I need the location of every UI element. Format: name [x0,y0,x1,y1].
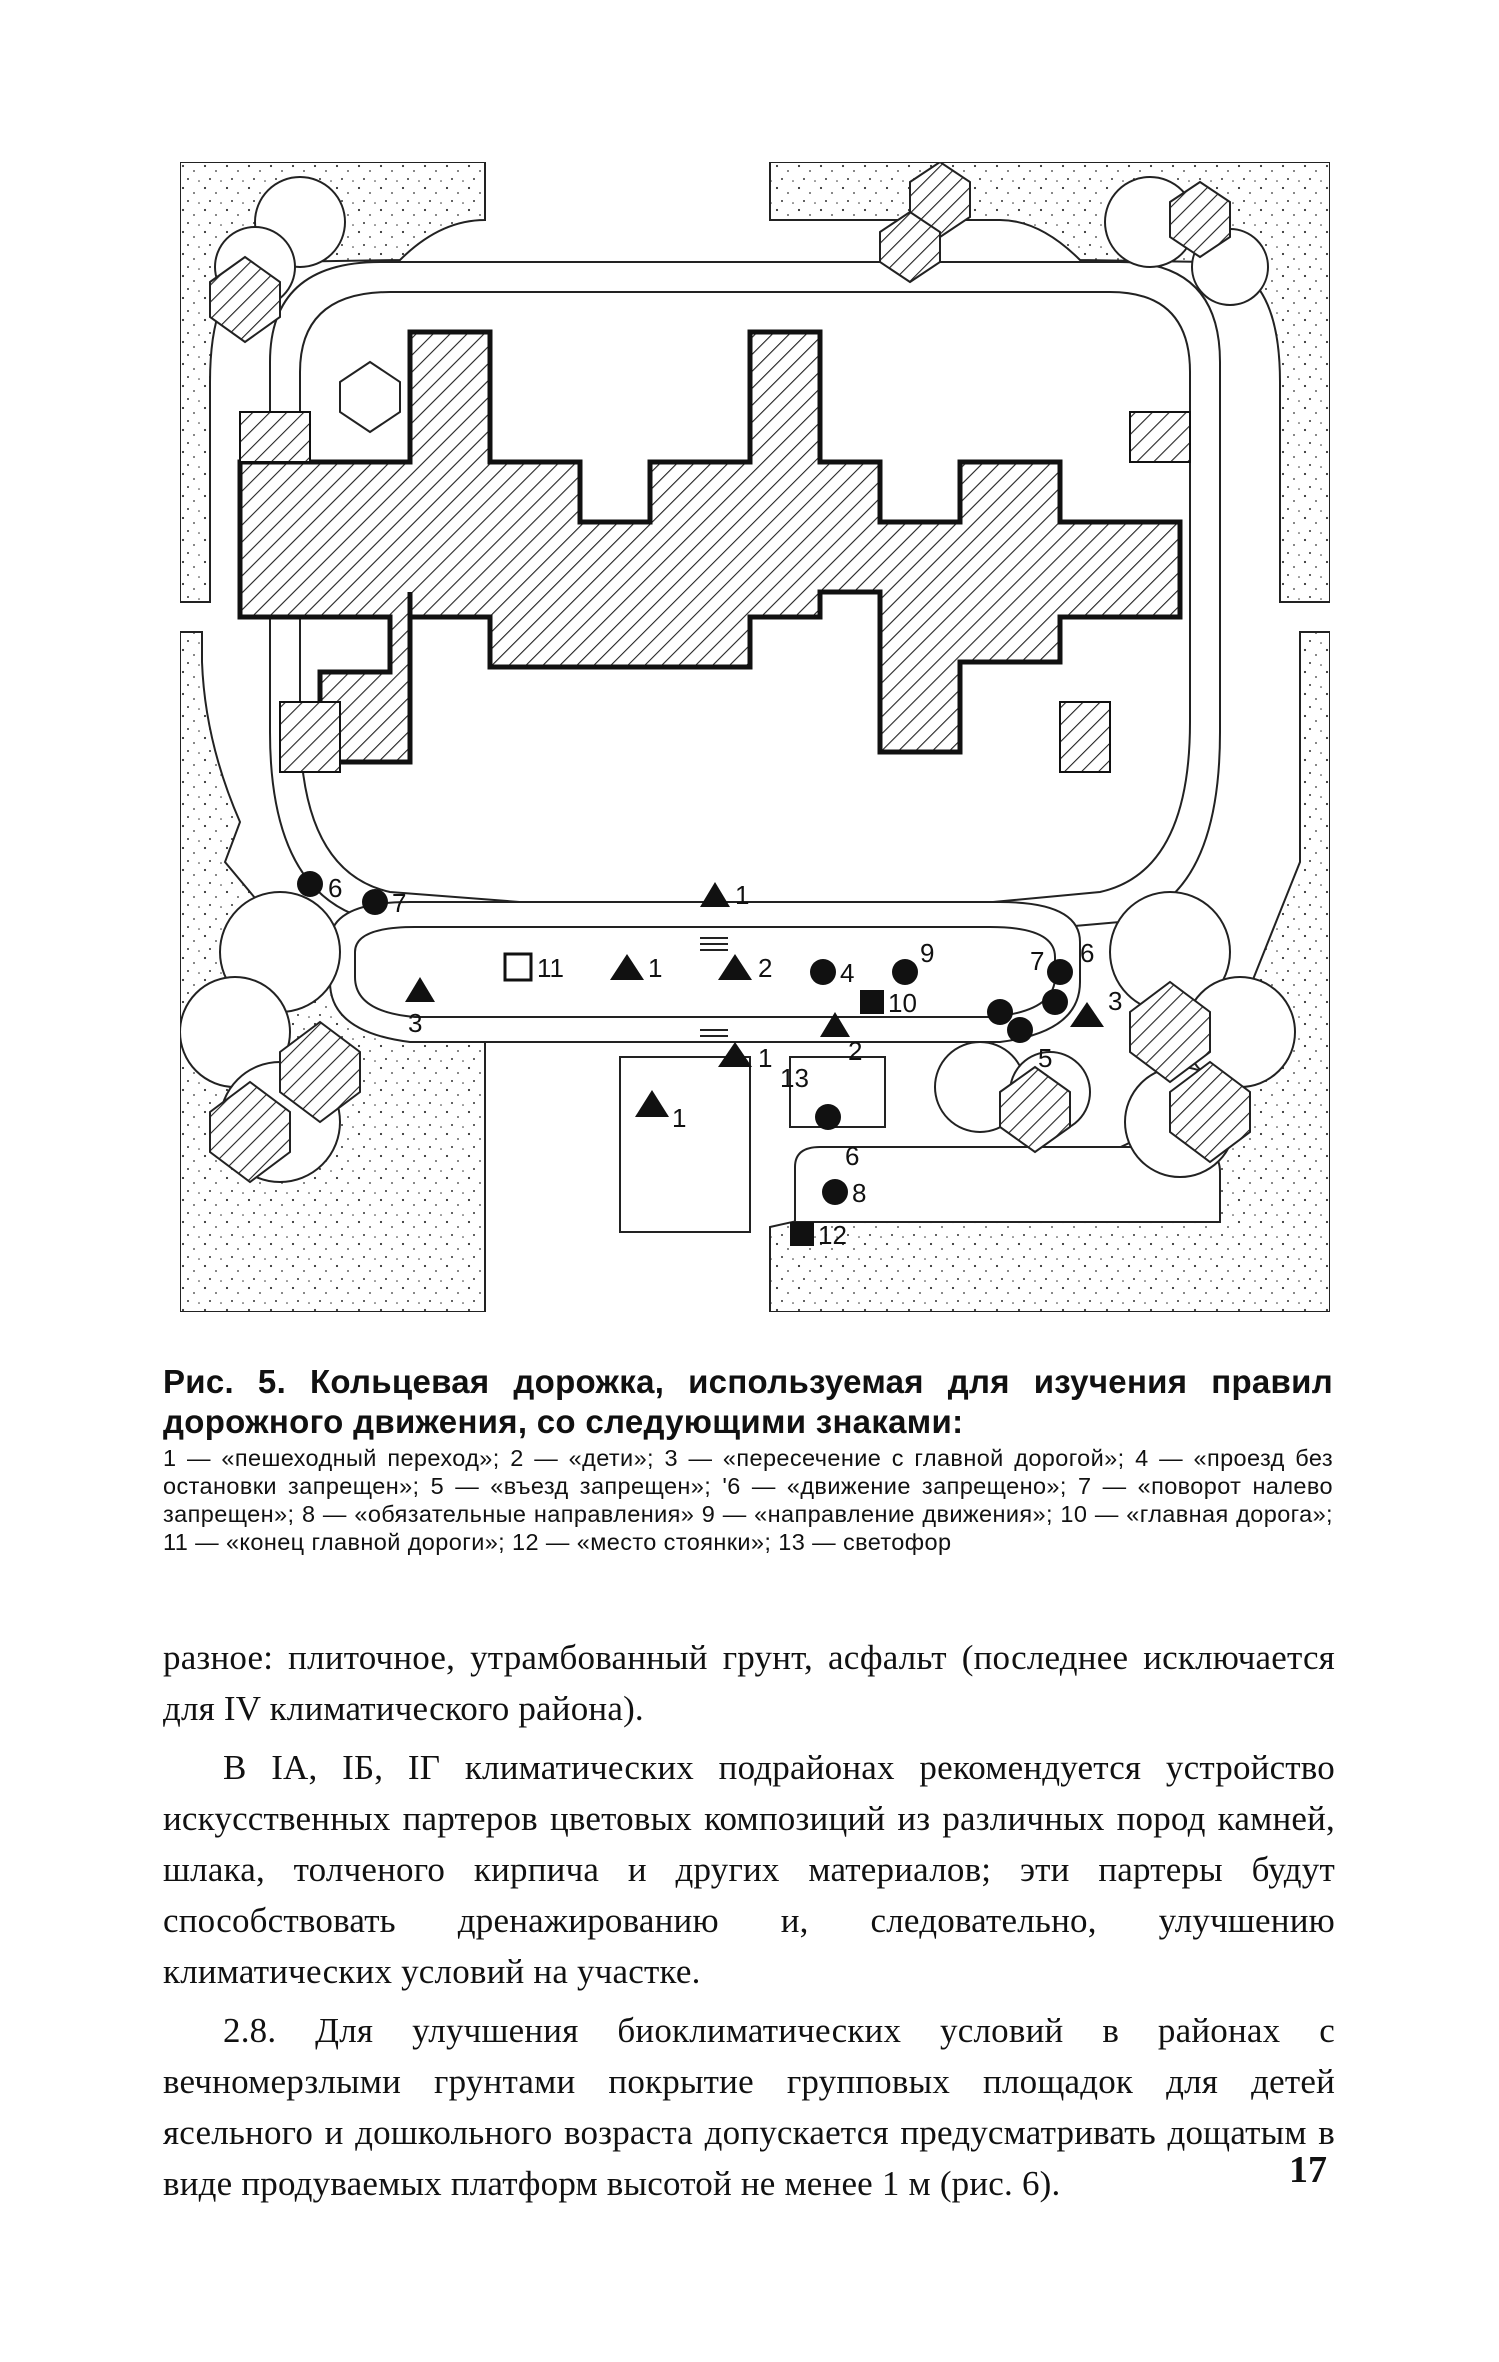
inner-loop [329,901,1081,1043]
label-12: 12 [818,1220,847,1250]
page-number: 17 [1289,2149,1327,2191]
sign-markers [297,871,1104,1246]
play-structures [209,162,1251,1184]
label-7: 7 [1030,946,1044,976]
caption-title: Рис. 5. Кольцевая дорожка, используемая … [163,1363,1333,1440]
small-plots [619,1056,1221,1233]
label-1: 1 [758,1043,772,1073]
label-1: 1 [672,1103,686,1133]
label-1: 1 [648,953,662,983]
marker-triangle [820,1012,850,1037]
label-13: 13 [780,1063,809,1093]
label-4: 4 [840,958,854,988]
label-6: 6 [1080,938,1094,968]
paragraph-2: В IА, IБ, IГ климатических подрайонах ре… [163,1748,1335,1991]
label-11: 11 [537,953,564,983]
paragraph-1: разное: плиточное, утрамбованный грунт, … [163,1638,1335,1728]
marker-triangle [1070,1002,1104,1027]
label-5: 5 [1038,1043,1052,1073]
marker-circle [1042,989,1068,1015]
label-2: 2 [848,1036,862,1066]
label-7: 7 [392,888,406,918]
marker-circle [362,889,388,915]
marker-circle [1047,959,1073,985]
marker-triangle [718,954,752,980]
paragraph-3: 2.8. Для улучшения биоклиматических усло… [163,2011,1335,2203]
marker-circle [815,1104,841,1130]
marker-circle [987,999,1013,1025]
figure-caption: Рис. 5. Кольцевая дорожка, используемая … [163,1362,1333,1556]
label-3: 3 [408,1008,422,1038]
marker-square-outline [503,952,533,982]
marker-labels: 6 7 1 11 1 2 4 9 10 7 6 3 3 1 2 13 5 1 6… [328,873,1122,1250]
marker-circle [822,1179,848,1205]
marker-circle [1007,1017,1033,1043]
label-1: 1 [735,880,749,910]
label-2: 2 [758,953,772,983]
label-10: 10 [888,988,917,1018]
label-3: 3 [1108,986,1122,1016]
marker-triangle [635,1090,669,1117]
label-6: 6 [328,873,342,903]
crossings [700,937,728,1043]
caption-legend: 1 — «пешеходный переход»; 2 — «дети»; 3 … [163,1445,1333,1555]
marker-circle [892,959,918,985]
label-6: 6 [845,1141,859,1171]
marker-circle [810,959,836,985]
building [237,329,1191,773]
marker-triangle [405,977,435,1002]
body-text: разное: плиточное, утрамбованный грунт, … [163,1632,1335,2209]
marker-triangle [610,954,644,980]
site-plan-figure: 6 7 1 11 1 2 4 9 10 7 6 3 3 1 2 13 5 1 6… [180,162,1330,1312]
marker-triangle [718,1042,752,1067]
label-8: 8 [852,1178,866,1208]
marker-square [860,990,884,1014]
marker-circle [297,871,323,897]
marker-triangle [700,882,730,907]
label-9: 9 [920,938,934,968]
marker-square [790,1222,814,1246]
